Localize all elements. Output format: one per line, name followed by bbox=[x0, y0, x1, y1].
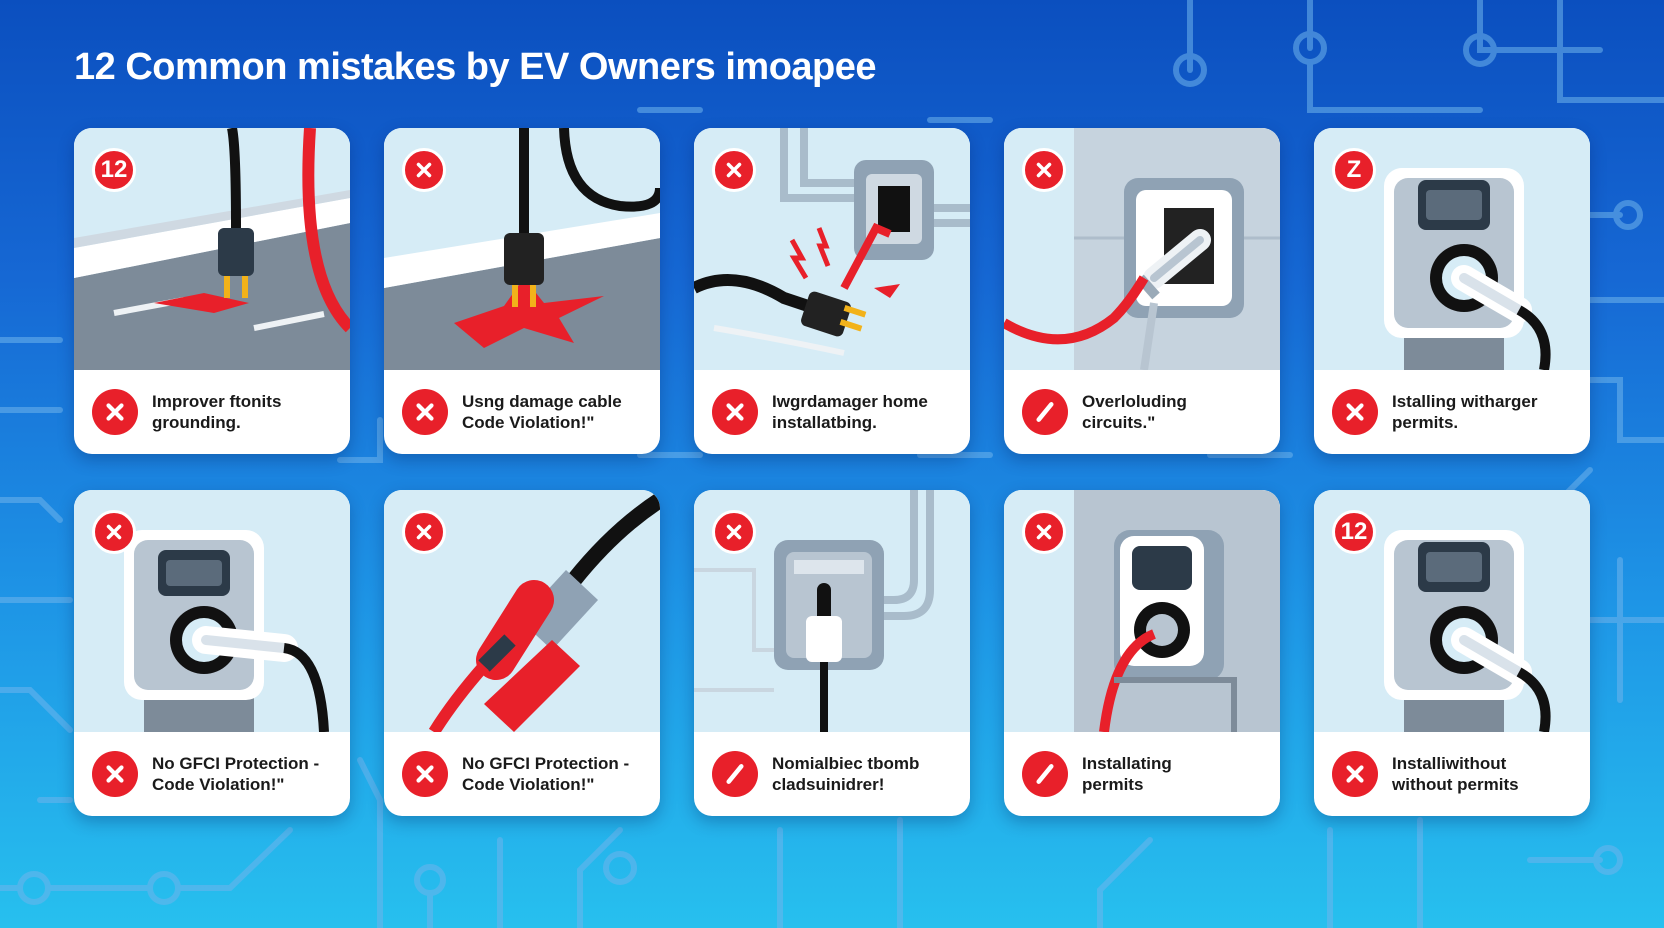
mistake-caption: Installating permits bbox=[1004, 732, 1280, 816]
mistake-text: No GFCI Protection - Code Violation!" bbox=[152, 753, 342, 795]
mistake-caption: Iwgrdamager home installatbing. bbox=[694, 370, 970, 454]
x-icon bbox=[402, 510, 446, 554]
mistake-text-line1: Nomialbiec tbomb bbox=[772, 754, 920, 773]
x-icon bbox=[1332, 389, 1378, 435]
mistake-text-line2: Code Violation!" bbox=[462, 775, 595, 794]
mistake-card: Nomialbiec tbomb cladsuinidrer! bbox=[694, 490, 970, 816]
mistake-text: Nomialbiec tbomb cladsuinidrer! bbox=[772, 753, 962, 795]
mistake-text-line1: Istalling witharger bbox=[1392, 392, 1538, 411]
x-icon bbox=[712, 510, 756, 554]
mistake-text-line2: without permits bbox=[1392, 775, 1519, 794]
mistake-text: Istalling witharger permits. bbox=[1392, 391, 1582, 433]
mistake-caption: Improver ftonits grounding. bbox=[74, 370, 350, 454]
mistake-text-line2: Code Violation!" bbox=[462, 413, 595, 432]
mistake-caption: Installiwithout without permits bbox=[1314, 732, 1590, 816]
mistake-text-line1: No GFCI Protection - bbox=[152, 754, 320, 773]
mistake-text-line2: installatbing. bbox=[772, 413, 877, 432]
mistake-card: No GFCI Protection - Code Violation!" bbox=[74, 490, 350, 816]
charger-red-cable-illustration bbox=[1004, 490, 1280, 732]
wired-outlet-illustration bbox=[694, 490, 970, 732]
x-icon bbox=[402, 148, 446, 192]
mistake-caption: Usng damage cable Code Violation!" bbox=[384, 370, 660, 454]
x-icon bbox=[92, 751, 138, 797]
mistake-card: Usng damage cable Code Violation!" bbox=[384, 128, 660, 454]
mistake-text-line1: Improver ftonits bbox=[152, 392, 282, 411]
damaged-plug-on-floor-illustration bbox=[384, 128, 660, 370]
mistake-text-line2: cladsuinidrer! bbox=[772, 775, 885, 794]
mistake-text-line1: Iwgrdamager home bbox=[772, 392, 928, 411]
slash-icon bbox=[1022, 389, 1068, 435]
mistake-text: Installiwithout without permits bbox=[1392, 753, 1582, 795]
x-icon bbox=[1022, 148, 1066, 192]
wall-charger-illustration bbox=[1314, 128, 1590, 370]
mistake-text-line1: Overloluding bbox=[1082, 392, 1187, 411]
mistake-caption: Istalling witharger permits. bbox=[1314, 370, 1590, 454]
mistake-text: Improver ftonits grounding. bbox=[152, 391, 342, 433]
mistake-card: Z Istalling witharger permits. bbox=[1314, 128, 1590, 454]
x-icon bbox=[402, 751, 448, 797]
x-icon bbox=[92, 510, 136, 554]
mistake-caption: No GFCI Protection - Code Violation!" bbox=[384, 732, 660, 816]
slash-icon bbox=[1022, 751, 1068, 797]
mistake-text-line2: circuits." bbox=[1082, 413, 1156, 432]
sparking-outlet-illustration bbox=[694, 128, 970, 370]
mistake-text-line1: Installating bbox=[1082, 754, 1172, 773]
x-icon bbox=[1332, 751, 1378, 797]
mistake-text: No GFCI Protection - Code Violation!" bbox=[462, 753, 652, 795]
number-badge: 12 bbox=[1332, 510, 1376, 554]
mistake-text: Iwgrdamager home installatbing. bbox=[772, 391, 962, 433]
mistake-card: 12 Installiwithout without permits bbox=[1314, 490, 1590, 816]
mistake-text-line2: Code Violation!" bbox=[152, 775, 285, 794]
number-badge: 12 bbox=[92, 148, 136, 192]
x-icon bbox=[402, 389, 448, 435]
x-icon bbox=[712, 389, 758, 435]
number-badge: Z bbox=[1332, 148, 1376, 192]
mistake-text: Installating permits bbox=[1082, 753, 1272, 795]
mistake-text-line1: Usng damage cable bbox=[462, 392, 622, 411]
mistake-card: Overloluding circuits." bbox=[1004, 128, 1280, 454]
mistake-text: Usng damage cable Code Violation!" bbox=[462, 391, 652, 433]
mistake-text-line1: Installiwithout bbox=[1392, 754, 1507, 773]
mistake-caption: No GFCI Protection - Code Violation!" bbox=[74, 732, 350, 816]
x-icon bbox=[1022, 510, 1066, 554]
wall-charger-illustration bbox=[1314, 490, 1590, 732]
mistake-card: 12 Improver ftonits grounding. bbox=[74, 128, 350, 454]
page-title: 12 Common mistakes by EV Owners imoapee bbox=[74, 46, 877, 88]
red-connector-cable-illustration bbox=[384, 490, 660, 732]
mistake-text-line1: No GFCI Protection - bbox=[462, 754, 630, 773]
mistake-card: Iwgrdamager home installatbing. bbox=[694, 128, 970, 454]
mistake-caption: Overloluding circuits." bbox=[1004, 370, 1280, 454]
mistake-card: Installating permits bbox=[1004, 490, 1280, 816]
mistake-text: Overloluding circuits." bbox=[1082, 391, 1272, 433]
wall-charger-connector-illustration bbox=[74, 490, 350, 732]
unplugged-cable-on-floor-illustration bbox=[74, 128, 350, 370]
mistake-text-line2: permits. bbox=[1392, 413, 1459, 432]
mistake-card: No GFCI Protection - Code Violation!" bbox=[384, 490, 660, 816]
mistake-caption: Nomialbiec tbomb cladsuinidrer! bbox=[694, 732, 970, 816]
x-icon bbox=[712, 148, 756, 192]
mistake-text-line2: grounding. bbox=[152, 413, 241, 432]
slash-icon bbox=[712, 751, 758, 797]
mistake-text-line2: permits bbox=[1082, 775, 1144, 794]
x-icon bbox=[92, 389, 138, 435]
